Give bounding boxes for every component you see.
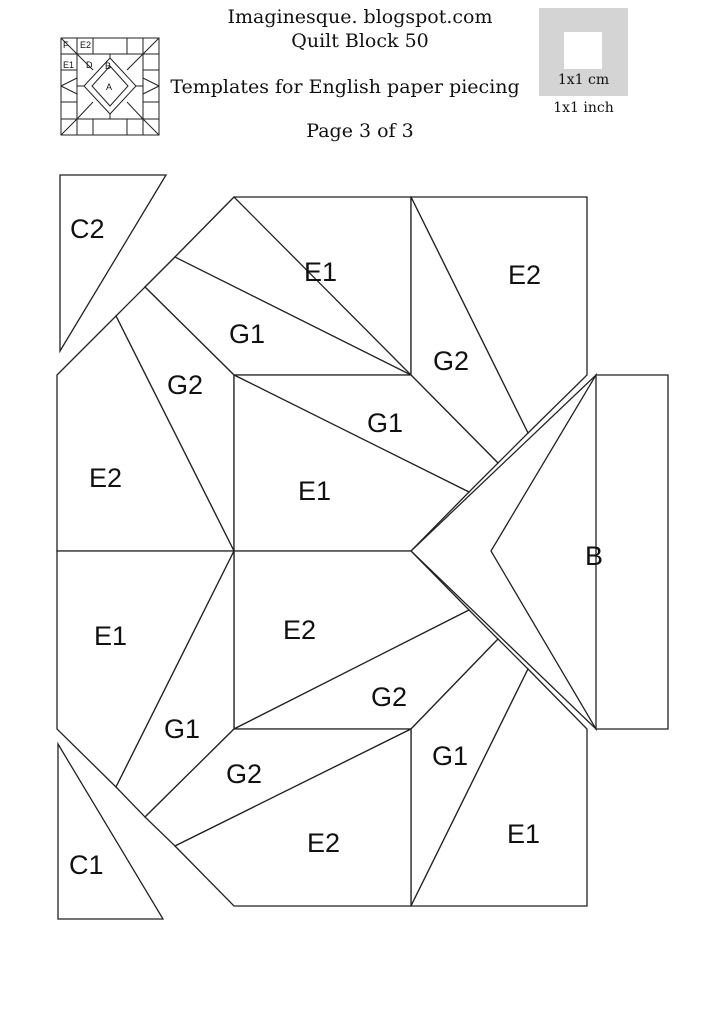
thumbnail-label-e1: E1	[63, 60, 74, 70]
label-e1-top: E1	[304, 257, 337, 287]
scale-square-cm	[564, 32, 602, 69]
label-e2-bottom: E2	[307, 828, 340, 858]
thumbnail-label-a: A	[106, 82, 112, 92]
label-b: B	[585, 541, 603, 571]
thumbnail-label-f: F	[63, 40, 69, 50]
thumbnail-label-d: D	[86, 60, 93, 70]
label-g1-lower-left: G1	[164, 714, 200, 744]
label-g2-upper-left: G2	[167, 370, 203, 400]
site-title: Imaginesque. blogspot.com	[227, 6, 493, 28]
scale-inch-label: 1x1 inch	[553, 100, 614, 116]
label-e2-center: E2	[283, 615, 316, 645]
page-number: Page 3 of 3	[306, 120, 414, 142]
block-thumbnail: F E2 E1 D B A	[60, 37, 160, 136]
label-g2-center: G2	[371, 682, 407, 712]
label-e2-top-right: E2	[508, 260, 541, 290]
label-g2-lower: G2	[226, 759, 262, 789]
piece-b-notch	[490, 372, 597, 732]
label-c2: C2	[70, 214, 105, 244]
thumbnail-label-b: B	[105, 61, 111, 71]
label-e1-center: E1	[298, 476, 331, 506]
label-e2-left: E2	[89, 463, 122, 493]
scale-square-inch	[539, 8, 628, 96]
scale-cm-label: 1x1 cm	[557, 72, 610, 88]
label-e1-bottom-right: E1	[507, 819, 540, 849]
description: Templates for English paper piecing	[170, 76, 520, 98]
label-g1-center: G1	[367, 408, 403, 438]
block-title: Quilt Block 50	[291, 30, 429, 52]
label-e1-left: E1	[94, 621, 127, 651]
piece-c1	[57, 741, 165, 920]
piece-c2	[59, 174, 168, 354]
label-g2-upper-right: G2	[433, 346, 469, 376]
piece-e1-bottom-right	[409, 667, 588, 907]
label-g1-upper: G1	[229, 319, 265, 349]
label-c1: C1	[69, 850, 104, 880]
label-g1-lower-right: G1	[432, 741, 468, 771]
thumbnail-label-e2: E2	[80, 40, 91, 50]
